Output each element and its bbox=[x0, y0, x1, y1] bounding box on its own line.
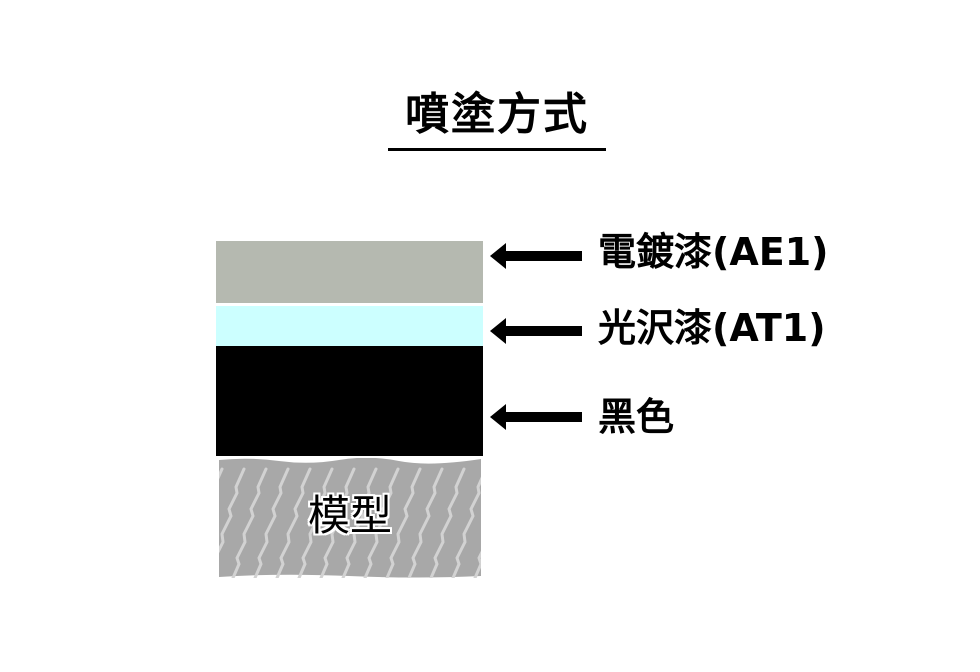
arrow-left-icon bbox=[490, 318, 582, 344]
diagram-title: 噴塗方式 bbox=[405, 89, 589, 140]
layer-gloss-paint bbox=[216, 306, 483, 346]
layer-label-electroplate: 電鍍漆(AE1) bbox=[598, 230, 829, 274]
substrate-label: 模型 bbox=[307, 491, 392, 540]
layer-label-black: 黑色 bbox=[598, 395, 675, 439]
layer-electroplate-paint bbox=[216, 241, 483, 303]
arrow-left-icon bbox=[490, 243, 582, 269]
substrate-texture bbox=[219, 458, 481, 578]
title-underline bbox=[388, 148, 606, 151]
layer-label-gloss: 光沢漆(AT1) bbox=[598, 306, 826, 350]
arrow-left-icon bbox=[490, 404, 582, 430]
layer-black-base bbox=[216, 346, 483, 456]
substrate-model: 模型 bbox=[219, 458, 481, 578]
